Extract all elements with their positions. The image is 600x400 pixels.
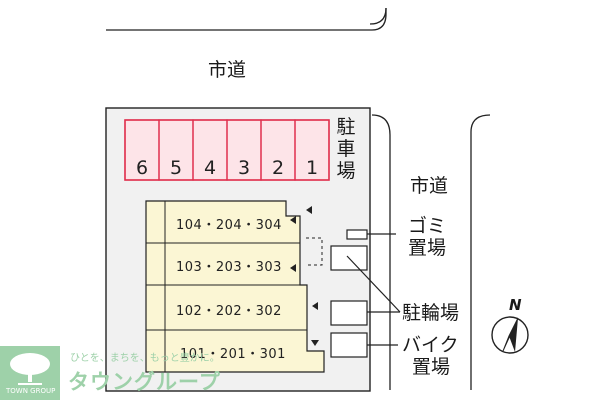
north-road-edge — [106, 8, 387, 31]
town-group-logo-icon — [0, 346, 60, 400]
east-road-label: 市道 — [410, 175, 449, 197]
unit-label: 104・204・304 — [176, 218, 282, 233]
parking-label: 駐 車 場 — [336, 116, 356, 182]
stall-number: 3 — [237, 157, 251, 179]
building — [145, 200, 325, 373]
stall-number: 5 — [169, 157, 183, 179]
bicycle-parking-label: 駐輪場 — [402, 302, 460, 324]
brand-name: タウングループ — [68, 370, 221, 394]
entrance-arrow — [311, 340, 319, 346]
garbage-area-label: ゴミ 置場 — [408, 215, 447, 259]
logo-text: TOWN GROUP — [6, 387, 56, 395]
motorbike-parking-box — [330, 332, 368, 358]
stall-number: 2 — [271, 157, 285, 179]
north-road-curb — [369, 7, 387, 25]
stall-number: 4 — [203, 157, 217, 179]
unit-label: 101・201・301 — [180, 347, 286, 362]
unit-label: 103・203・303 — [176, 260, 282, 275]
unit-label: 102・202・302 — [176, 304, 282, 319]
compass-icon — [491, 316, 529, 354]
bicycle-leader — [346, 255, 401, 313]
bicycle-parking-box — [330, 300, 368, 326]
east-road-west-edge — [371, 114, 391, 390]
brand-tagline: ひとを、まちを、もっと豊かに。 — [70, 353, 220, 364]
parking-stalls — [124, 119, 330, 181]
garbage-bin — [346, 229, 368, 240]
stall-number: 1 — [305, 157, 319, 179]
motorbike-parking-label: バイク 置場 — [402, 334, 459, 378]
entrance-arrow — [312, 302, 318, 310]
stall-number: 6 — [135, 157, 149, 179]
entrance-arrow — [290, 264, 296, 272]
entrance-arrow — [290, 216, 296, 224]
north-road-label: 市道 — [208, 59, 247, 81]
east-road-east-edge — [470, 114, 491, 390]
entrance-arrow — [306, 206, 312, 214]
stair-dashed — [306, 237, 323, 266]
compass-north-label: N — [509, 296, 522, 314]
parking-stall — [294, 119, 330, 181]
